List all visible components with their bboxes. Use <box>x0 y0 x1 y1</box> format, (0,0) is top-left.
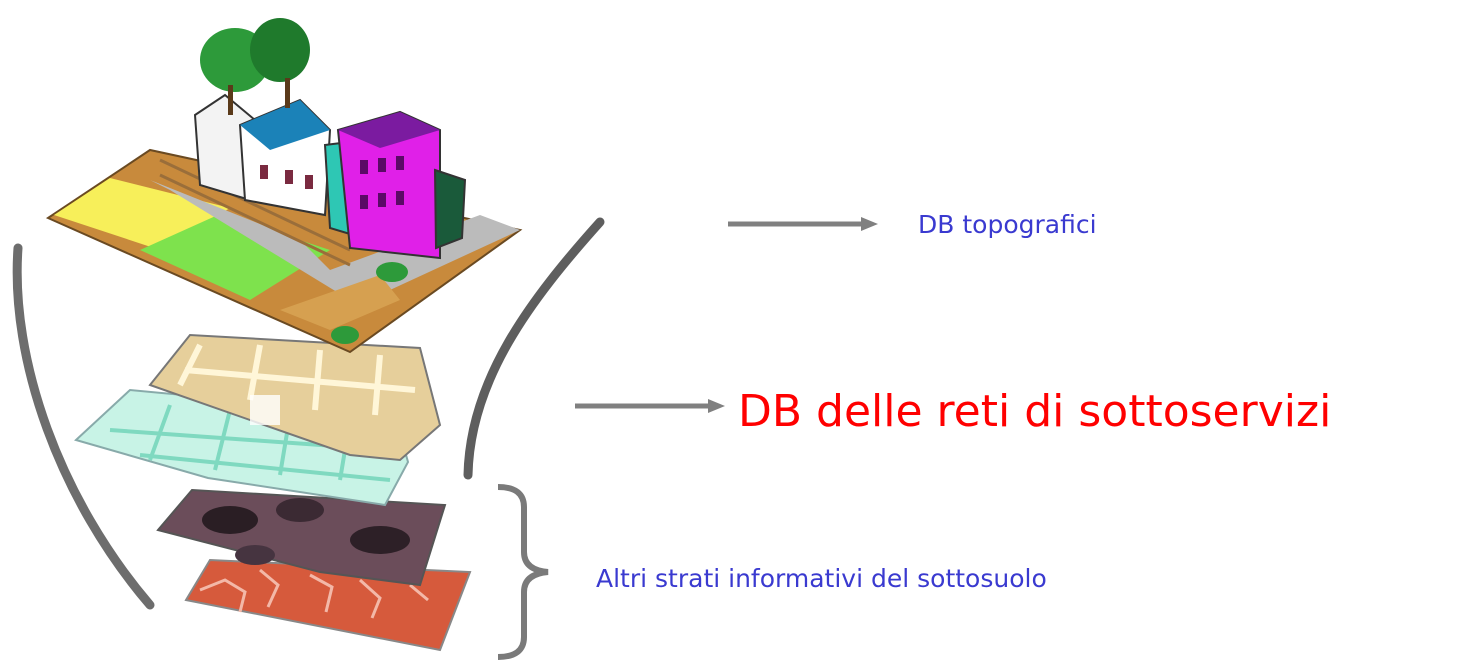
curly-brace-icon <box>497 484 549 660</box>
topographic-db-label: DB topografici <box>918 210 1097 239</box>
left-swoosh-stroke <box>12 243 155 610</box>
soil-layer <box>156 488 447 587</box>
other-subsoil-layers-label: Altri strati informativi del sottosuolo <box>596 564 1047 593</box>
utility-network-layer-tan <box>148 333 442 462</box>
layered-city-illustration <box>12 18 605 652</box>
topo-arrow <box>728 217 878 231</box>
city-surface-layer <box>45 18 523 354</box>
utility-networks-db-label: DB delle reti di sottoservizi <box>738 386 1332 437</box>
utilities-arrow <box>575 399 725 413</box>
right-swoosh-stroke <box>463 217 605 480</box>
